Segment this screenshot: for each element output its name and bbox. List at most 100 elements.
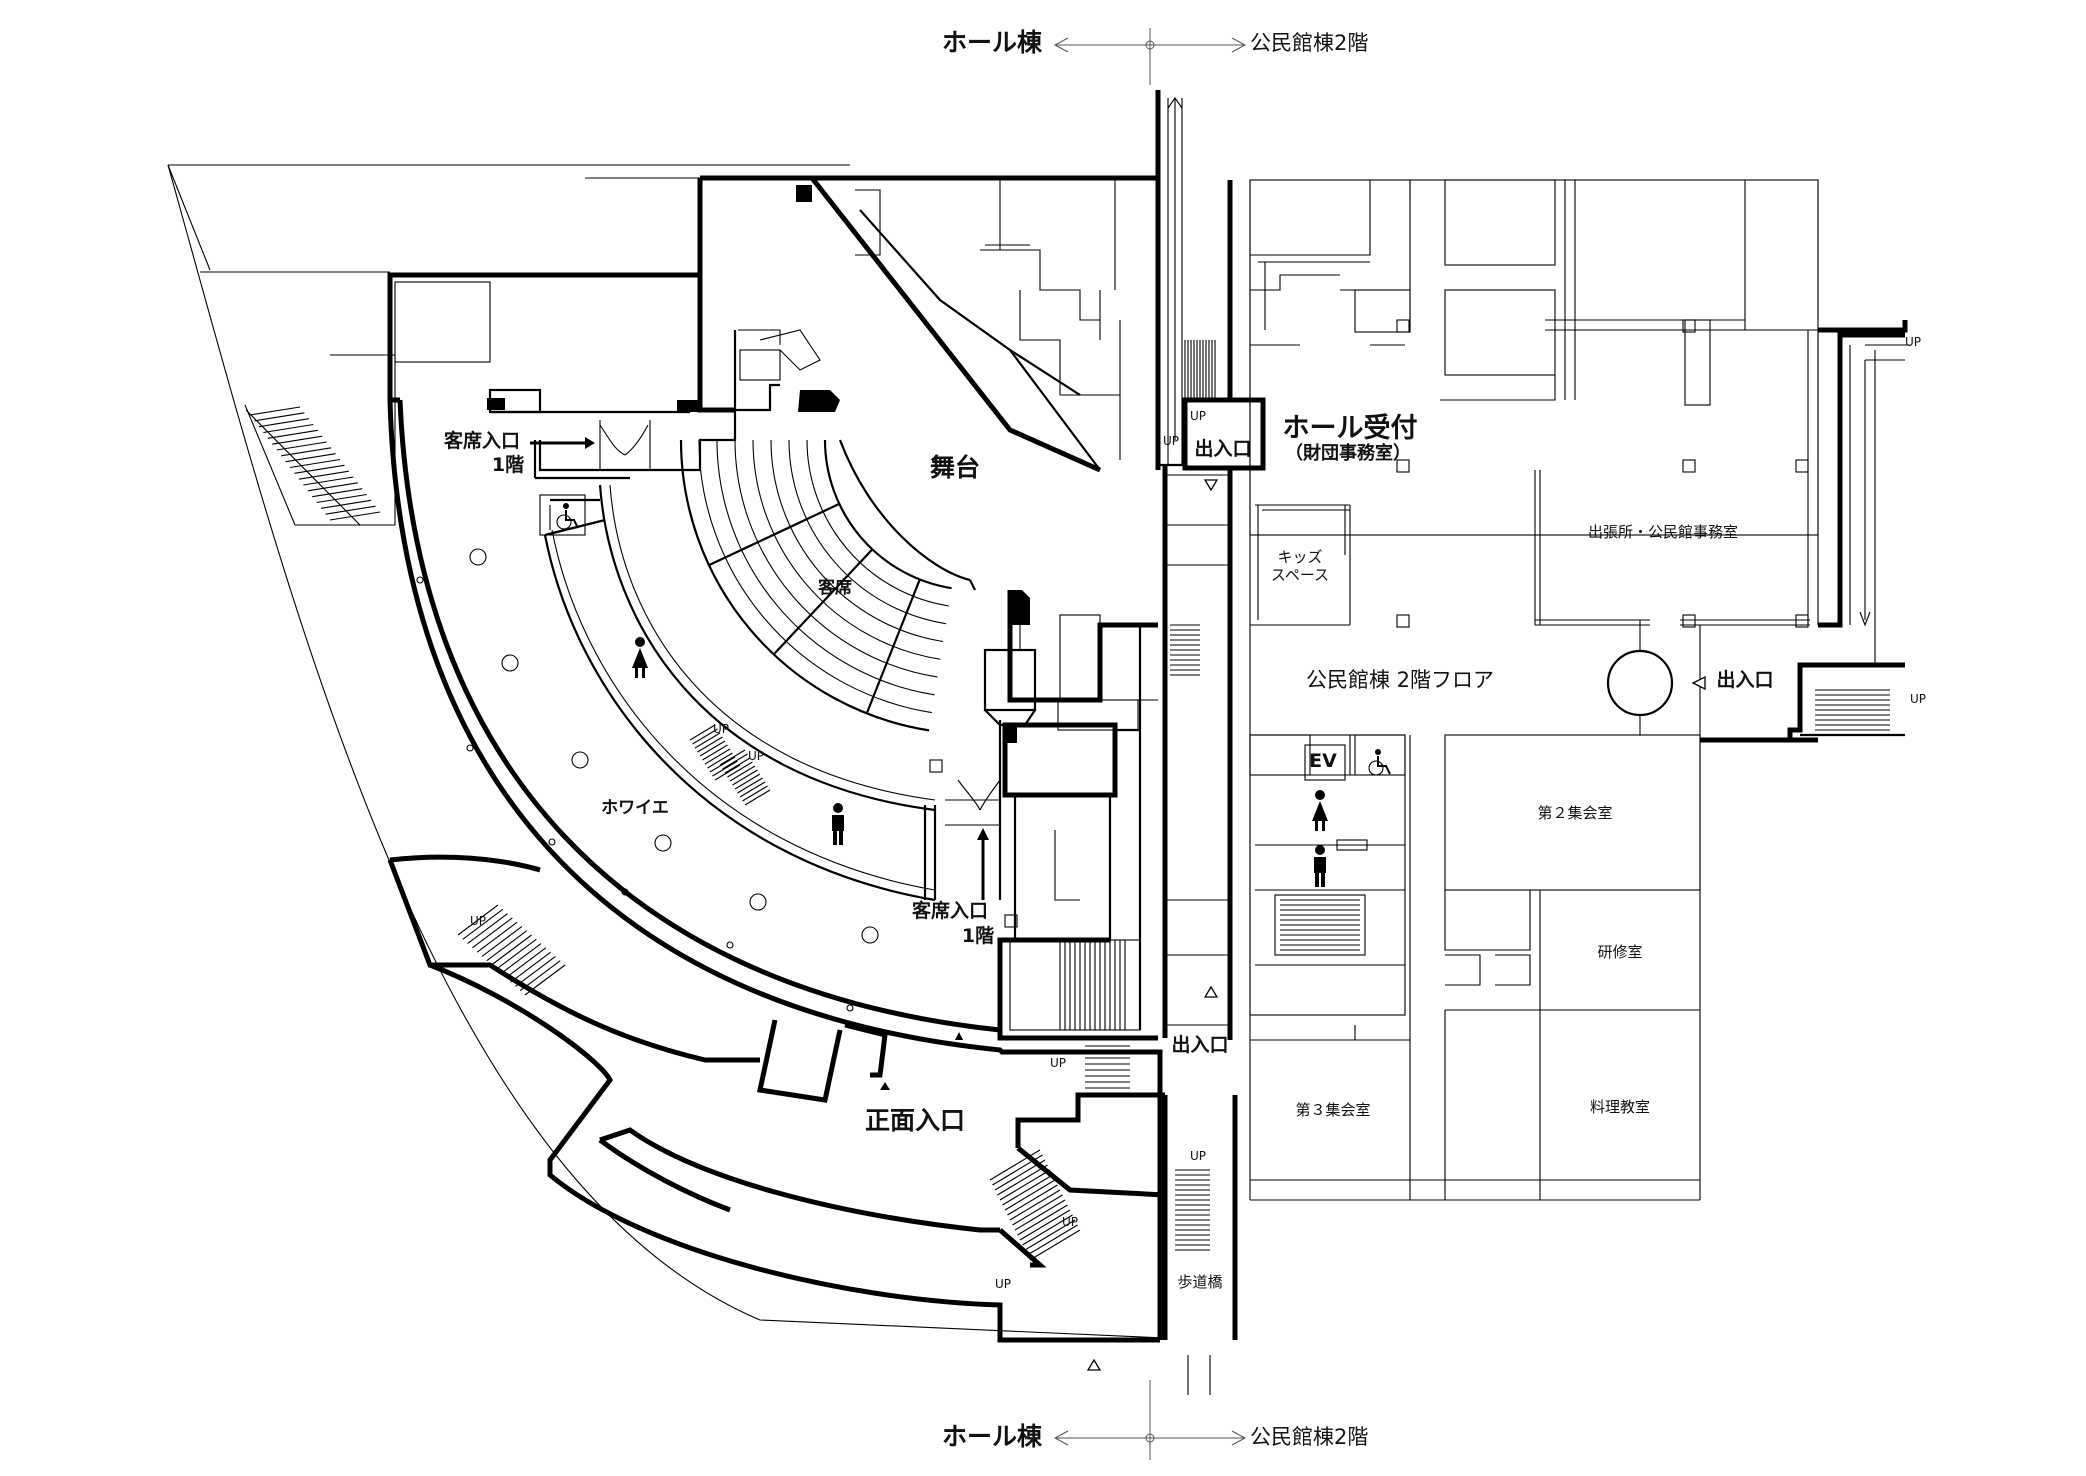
stair-tread bbox=[481, 925, 523, 957]
toilet-male-icon bbox=[832, 803, 844, 845]
stair-up-marker: UP bbox=[1163, 434, 1180, 448]
stair-tread bbox=[702, 744, 728, 761]
toilet-female-icon bbox=[1312, 790, 1328, 831]
stair-tread bbox=[505, 947, 547, 979]
seating-rows bbox=[679, 439, 952, 732]
stair-tread bbox=[1027, 1224, 1078, 1256]
stair-up-marker: UP bbox=[470, 914, 487, 928]
stair-up-marker: UP bbox=[1050, 1056, 1067, 1070]
stair-tread bbox=[689, 724, 716, 741]
floor-label: 公民館棟 2階フロア bbox=[1305, 668, 1495, 692]
stair-tread bbox=[744, 789, 771, 806]
stair-tread bbox=[1014, 1199, 1066, 1231]
foyer-label: ホワイエ bbox=[601, 798, 669, 818]
stair-tread bbox=[1012, 1194, 1063, 1226]
stair-tread bbox=[258, 418, 309, 428]
stair-tread bbox=[709, 756, 736, 773]
wheelchair-icon bbox=[556, 503, 579, 530]
stage-label: 舞台 bbox=[929, 453, 981, 482]
footer-hall-building: ホール棟 bbox=[942, 1422, 1043, 1451]
exit-right-label: 出入口 bbox=[1716, 669, 1774, 691]
stair-tread bbox=[325, 505, 376, 515]
stair-tread bbox=[307, 482, 358, 492]
toilet-female-icon bbox=[632, 637, 648, 678]
seat-row bbox=[806, 439, 949, 607]
stair-up-marker: UP bbox=[748, 749, 765, 763]
stair-tread bbox=[1024, 1219, 1076, 1251]
stair-tread bbox=[1022, 1214, 1073, 1246]
walkway-label: 歩道橋 bbox=[1177, 1273, 1223, 1291]
stair-tread bbox=[276, 441, 327, 451]
stair-tread bbox=[992, 1154, 1043, 1186]
stair-up-marker: UP bbox=[713, 722, 730, 736]
stair-tread bbox=[989, 1149, 1041, 1181]
branch-office-label: 出張所・公民館事務室 bbox=[1587, 523, 1739, 541]
stair-tread bbox=[699, 740, 726, 757]
stair-tread bbox=[329, 511, 381, 521]
stair-tread bbox=[272, 435, 323, 445]
seat-entrance-bottom-line2: 1階 bbox=[961, 925, 995, 947]
hall-interior bbox=[394, 176, 1121, 650]
stair-up-marker: UP bbox=[1910, 692, 1927, 706]
toilet-male-icon bbox=[1314, 845, 1326, 887]
footer-community-floor: 公民館棟2階 bbox=[1250, 1425, 1369, 1449]
room-3-label: 第３集会室 bbox=[1295, 1101, 1371, 1119]
stair-tread bbox=[722, 753, 748, 770]
stair-tread bbox=[727, 761, 753, 778]
header-community-floor: 公民館棟2階 bbox=[1250, 31, 1369, 55]
reception-subtitle: （財団事務室） bbox=[1285, 443, 1411, 464]
seat-row bbox=[734, 439, 938, 678]
stair-up-marker: UP bbox=[1190, 409, 1207, 423]
stair-tread bbox=[737, 777, 763, 794]
training-room-label: 研修室 bbox=[1597, 943, 1643, 961]
exit-corridor-bottom: 出入口 bbox=[1171, 1034, 1229, 1056]
stair-tread bbox=[303, 476, 354, 486]
foyer-columns bbox=[416, 548, 879, 1012]
cooking-room-label: 料理教室 bbox=[1589, 1098, 1651, 1116]
stair-tread bbox=[734, 773, 761, 790]
stair-tread bbox=[1019, 1209, 1071, 1241]
seat-row bbox=[823, 439, 952, 590]
stair-tread bbox=[500, 943, 542, 975]
stair-tread bbox=[289, 458, 341, 469]
seat-row bbox=[752, 439, 941, 660]
room-2-label: 第２集会室 bbox=[1537, 804, 1613, 822]
stair-up-marker: UP bbox=[1062, 1215, 1079, 1229]
reception-title: ホール受付 bbox=[1282, 413, 1418, 444]
stair-tread bbox=[712, 760, 738, 777]
seat-entrance-top-line2: 1階 bbox=[491, 454, 525, 476]
stair-tread bbox=[739, 781, 766, 798]
seat-entrance-bottom-line1: 客席入口 bbox=[911, 900, 989, 922]
stair-tread bbox=[714, 764, 741, 781]
stair-tread bbox=[486, 930, 528, 962]
stair-tread bbox=[281, 447, 332, 457]
stair-tread bbox=[491, 934, 532, 966]
stair-tread bbox=[472, 917, 513, 949]
connecting-corridor bbox=[1155, 90, 1266, 1395]
stair-tread bbox=[999, 1169, 1051, 1201]
stair-tread bbox=[457, 904, 499, 936]
stair-tread bbox=[732, 769, 758, 786]
stair-tread bbox=[729, 765, 756, 782]
stair-tread bbox=[476, 921, 518, 953]
stair-tread bbox=[994, 1159, 1046, 1191]
hall-walls bbox=[387, 175, 1168, 1343]
seat-row bbox=[679, 439, 930, 732]
seats-label: 客席 bbox=[818, 578, 852, 598]
seat-row bbox=[770, 439, 944, 643]
wheelchair-icon bbox=[1368, 749, 1391, 776]
stair-tread bbox=[267, 429, 318, 439]
stair-tread bbox=[263, 423, 314, 434]
stair-tread bbox=[704, 748, 731, 765]
stair-tread bbox=[467, 913, 508, 945]
stair-tread bbox=[462, 908, 504, 940]
foyer-walls bbox=[539, 484, 937, 902]
stair-tread bbox=[249, 406, 301, 416]
stair-tread bbox=[772, 548, 874, 656]
kids-space-line2: スペース bbox=[1270, 566, 1330, 584]
stair-tread bbox=[697, 736, 723, 753]
stair-tread bbox=[694, 732, 721, 749]
stair-tread bbox=[254, 412, 305, 422]
stair-tread bbox=[719, 749, 746, 766]
